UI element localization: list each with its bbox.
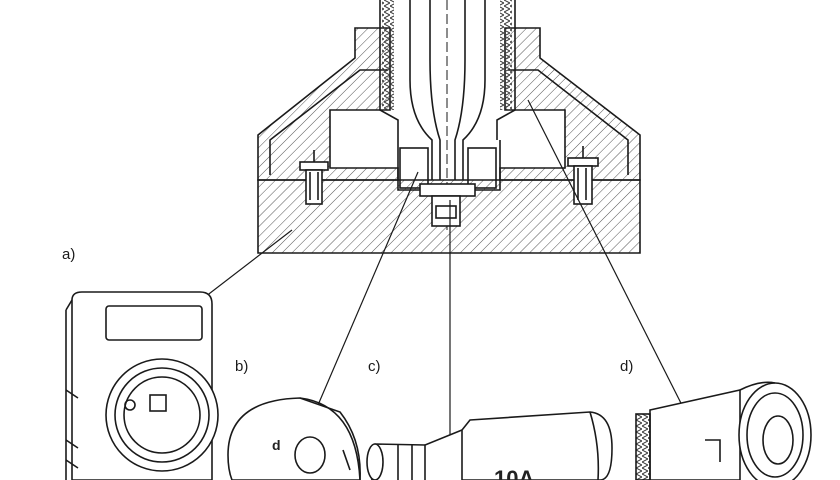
cap-engraving: d [272,437,281,453]
panel-label-c: c) [368,358,381,375]
part-b-cap: d [227,397,361,480]
housing-bore-outer [105,358,219,472]
reducer-engraving: 10A [494,466,534,480]
leader-b [317,171,419,406]
cap-hole [294,436,326,474]
leader-d [527,99,693,426]
panel-label-a: a) [62,246,76,263]
central-bore [409,0,486,180]
left-screw [299,150,329,205]
valve-seat [419,183,476,197]
right-screw [567,146,599,205]
neck-threaded [379,0,399,140]
panel-label-b: b) [235,358,249,375]
part-a-housing [65,291,219,480]
label-plate [105,305,203,341]
part-d-flange [635,381,812,480]
panel-label-d: d) [620,358,634,375]
part-c-reducer: 10A [366,411,613,480]
housing-cross-section [257,0,641,254]
